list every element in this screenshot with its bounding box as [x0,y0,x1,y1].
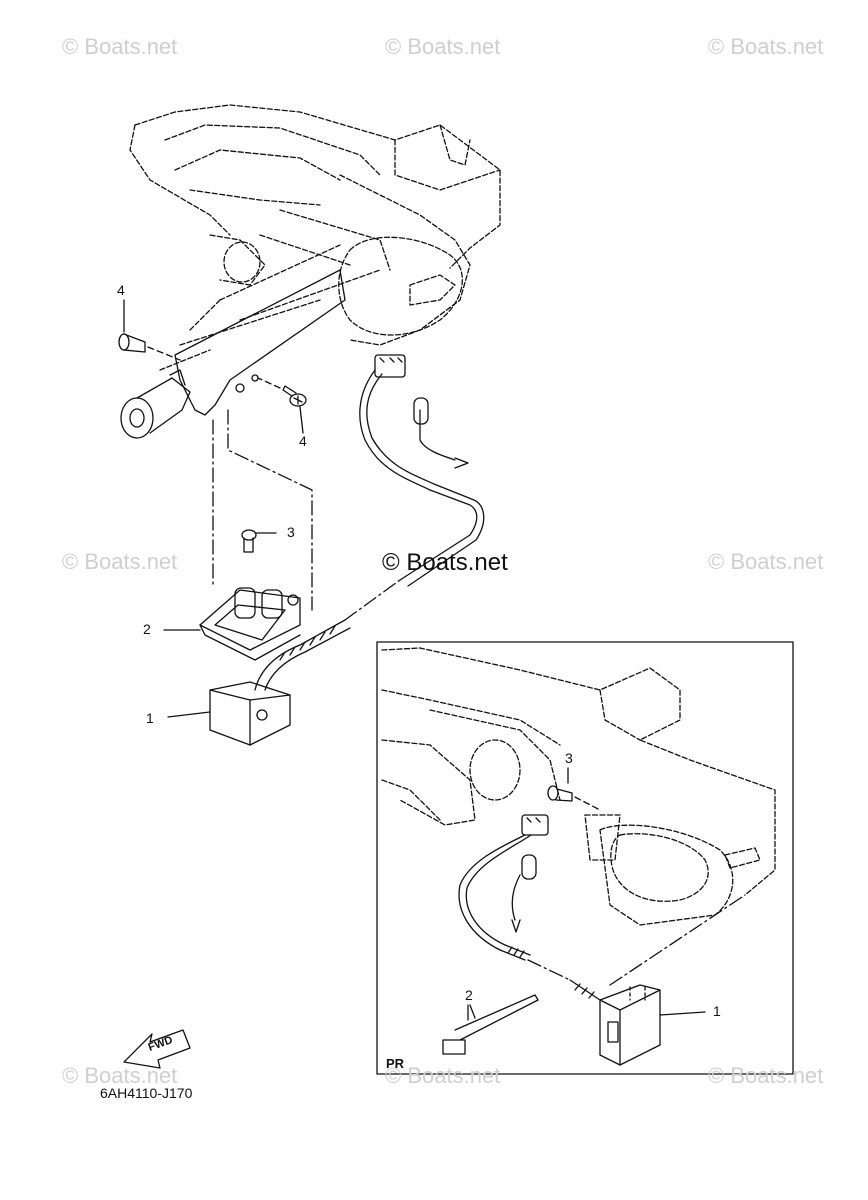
callout-4-right: 4 [299,433,307,449]
tiller-shaft [120,269,346,439]
switch-bracket [163,587,301,661]
callout-3-main: 3 [287,524,295,540]
callout-4-top: 4 [117,282,125,298]
watermark: © Boats.net [708,1063,824,1088]
steering-bracket [129,104,501,371]
screw-4-right [282,385,307,407]
callout-2-inset: 2 [465,987,473,1003]
watermark: © Boats.net [62,549,178,574]
screw-3-main [241,529,277,553]
callout-3-inset: 3 [565,750,573,766]
inset-label: PR [386,1056,405,1071]
watermark: © Boats.net [385,34,501,59]
harness-main [254,354,485,691]
switch-inset [599,894,746,1066]
screw-3-inset [547,767,601,811]
cable-tie-inset [442,994,539,1055]
callout-1-inset: 1 [713,1003,721,1019]
screw-4-left [118,333,146,353]
fwd-arrow [123,1029,191,1069]
watermark: © Boats.net [62,34,178,59]
inset-frame [376,641,794,1075]
inset-bracket [381,647,776,926]
callout-2-main: 2 [143,621,151,637]
callout-1-main: 1 [146,710,154,726]
watermark: © Boats.net [708,34,824,59]
trim-switch [167,681,291,746]
diagram-code: 6AH4110-J170 [100,1085,193,1101]
watermark: © Boats.net [62,1063,178,1088]
watermark: © Boats.net [708,549,824,574]
harness-inset [458,814,601,1001]
watermark-center: © Boats.net [382,549,508,576]
watermark: © Boats.net [385,1063,501,1088]
